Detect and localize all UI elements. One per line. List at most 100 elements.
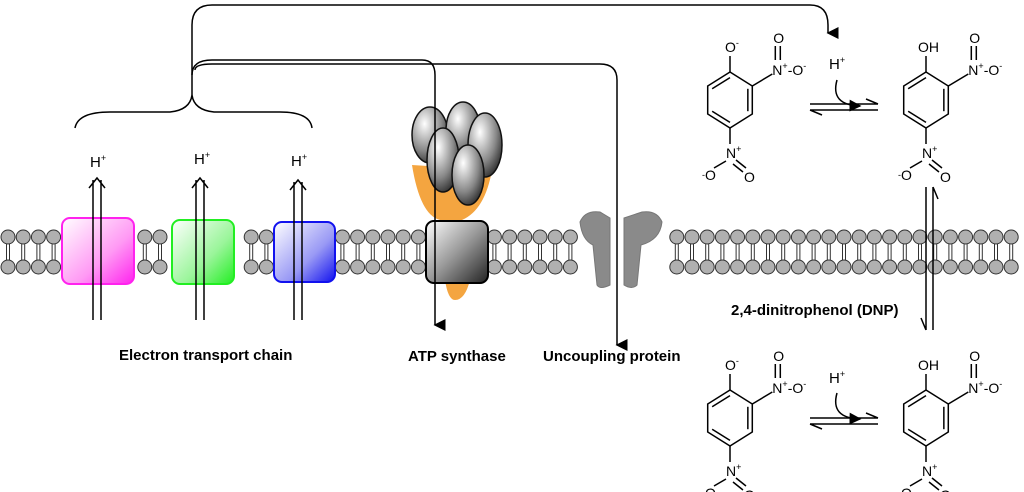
lipid-tail — [538, 244, 542, 260]
lipid-head — [836, 229, 852, 245]
lipid-head — [866, 259, 882, 275]
svg-text:H+: H+ — [291, 152, 307, 170]
svg-text:H+: H+ — [829, 55, 845, 73]
lipid-head — [669, 259, 685, 275]
lipid-head — [806, 259, 822, 275]
atom-label: -O — [898, 167, 912, 183]
lipid-tail — [750, 244, 755, 260]
lipid-tail — [568, 244, 573, 260]
h-plus-etc: H+ H+ H+ — [90, 150, 307, 171]
lipid-head — [821, 229, 837, 245]
lipid-head — [15, 229, 31, 245]
etc-complex-2 — [171, 219, 235, 285]
atom-label: O — [744, 487, 755, 492]
lipid-head — [243, 259, 259, 275]
lipid-tail — [690, 244, 694, 260]
lipid-head — [866, 229, 882, 245]
lipid-head — [760, 229, 776, 245]
lipid-tail — [887, 244, 892, 260]
etc-complex-3 — [273, 221, 336, 283]
lipid-head — [775, 259, 791, 275]
lipid-tail — [994, 244, 998, 260]
svg-text:H+: H+ — [90, 153, 106, 171]
lipid-head — [380, 229, 396, 245]
lipid-head — [699, 229, 715, 245]
lipid-head — [730, 229, 746, 245]
lipid-head — [882, 229, 898, 245]
lipid-tail — [370, 244, 375, 260]
lipid-head — [258, 259, 274, 275]
lipid-head — [152, 229, 168, 245]
atom-label: N+ — [726, 144, 741, 161]
atom-label: O — [744, 169, 755, 185]
lipid-tail — [705, 244, 710, 260]
lipid-head — [1003, 229, 1019, 245]
lipid-tail — [872, 244, 877, 260]
lipid-head — [684, 259, 700, 275]
lipid-head — [958, 259, 974, 275]
lipid-head — [699, 259, 715, 275]
lipid-head — [730, 259, 746, 275]
lipid-head — [517, 229, 533, 245]
uncoupling-protein — [579, 211, 663, 288]
lipid-head — [46, 229, 62, 245]
svg-text:H+: H+ — [194, 150, 210, 168]
atom-label: N+-O- — [968, 61, 1002, 78]
lipid-head — [806, 229, 822, 245]
lipid-head — [897, 259, 913, 275]
atom-label: O — [773, 30, 784, 46]
lipid-head — [532, 259, 548, 275]
lipid-tail — [674, 244, 679, 260]
lipid-tail — [902, 244, 907, 260]
lipid-tail — [21, 244, 26, 260]
lipid-head — [775, 229, 791, 245]
lipid-head — [882, 259, 898, 275]
lipid-head — [30, 259, 46, 275]
lipid-tail — [401, 244, 406, 260]
atom-label: O- — [725, 356, 739, 373]
lipid-tail — [796, 244, 801, 260]
lipid-head — [714, 229, 730, 245]
lipid-tail — [553, 244, 558, 260]
lipid-head — [365, 229, 381, 245]
lipid-head — [486, 229, 502, 245]
atom-label: -O — [898, 485, 912, 492]
lipid-head — [137, 259, 153, 275]
lipid-head — [988, 229, 1004, 245]
atom-label: OH — [918, 357, 939, 373]
lipid-head — [532, 229, 548, 245]
atp-synthase-fo — [425, 220, 489, 284]
lipid-head — [395, 259, 411, 275]
lipid-tail — [826, 244, 831, 260]
lipid-head — [912, 229, 928, 245]
lipid-tail — [386, 244, 390, 260]
uncoupling-protein-label: Uncoupling protein — [543, 348, 680, 365]
lipid-head — [562, 259, 578, 275]
lipid-tail — [522, 244, 527, 260]
lipid-head — [350, 259, 366, 275]
equilibrium-arrows — [809, 79, 939, 430]
atom-label: O — [940, 169, 951, 185]
lipid-head — [547, 259, 563, 275]
dnp-protonated: OHN+-O-ON+-OO — [898, 348, 1002, 492]
lipid-head — [851, 229, 867, 245]
lipid-head — [0, 229, 16, 245]
lipid-head — [851, 259, 867, 275]
lipid-head — [410, 259, 426, 275]
lipid-head — [745, 259, 761, 275]
lipid-head — [927, 229, 943, 245]
atom-label: O — [969, 348, 980, 364]
lipid-head — [790, 229, 806, 245]
lipid-head — [0, 259, 16, 275]
lipid-head — [958, 229, 974, 245]
lipid-tail — [963, 244, 968, 260]
lipid-head — [395, 229, 411, 245]
lipid-tail — [1009, 244, 1014, 260]
lipid-head — [15, 259, 31, 275]
lipid-head — [821, 259, 837, 275]
lipid-tail — [720, 244, 725, 260]
lipid-tail — [857, 244, 862, 260]
proton-flow-lines — [74, 4, 839, 351]
lipid-tail — [142, 244, 147, 260]
